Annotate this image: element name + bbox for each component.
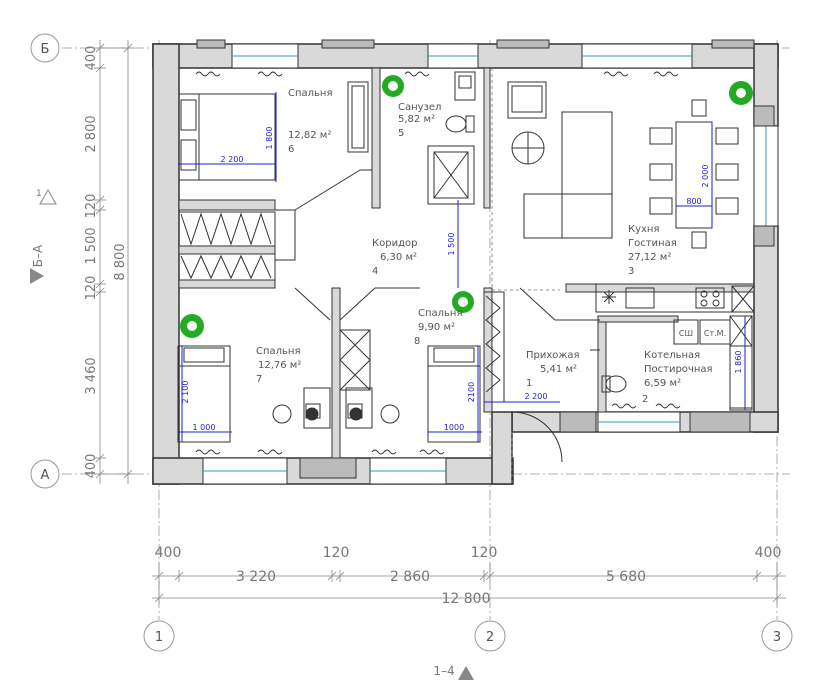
axis-a: А bbox=[41, 468, 50, 483]
dim-boiler: 1 860 bbox=[734, 351, 743, 374]
dim-bed8-height: 2100 bbox=[467, 382, 476, 402]
bottom-dims: 400 120 120 400 3 220 2 860 5 680 12 800 bbox=[155, 545, 782, 607]
room-8-name: Спальня bbox=[418, 308, 463, 319]
furniture-dim-lines bbox=[178, 92, 746, 442]
section-triangle bbox=[39, 188, 57, 205]
dim-bed7-width: 1 000 bbox=[193, 423, 216, 432]
dim-bottom-120-a: 120 bbox=[323, 545, 350, 561]
dim-hall-width: 2 200 bbox=[525, 392, 548, 401]
entrance-door bbox=[511, 411, 563, 463]
room-6-name: Спальня bbox=[288, 88, 333, 99]
section-label-bottom: 1–4 bbox=[433, 664, 454, 678]
room-1-area: 5,41 м² bbox=[540, 364, 577, 375]
room-7-num: 7 bbox=[256, 374, 262, 385]
dim-left-total: 8 800 bbox=[113, 243, 128, 280]
wall-piers bbox=[196, 39, 775, 479]
dim-left-2800: 2 800 bbox=[84, 115, 99, 152]
dim-bottom-120-b: 120 bbox=[471, 545, 498, 561]
dim-bed7-height: 2 100 bbox=[181, 381, 190, 404]
section-arrow-left bbox=[30, 268, 44, 284]
room-5-area: 5,82 м² bbox=[398, 114, 435, 125]
corridor-walls bbox=[275, 169, 600, 351]
room-2-name-2: Постирочная bbox=[644, 364, 713, 375]
axis-1: 1 bbox=[155, 630, 163, 645]
walls bbox=[152, 43, 779, 485]
room-2-num: 2 bbox=[642, 394, 648, 405]
dim-left-400-top: 400 bbox=[84, 46, 99, 71]
curtains bbox=[195, 71, 681, 455]
furniture bbox=[177, 71, 755, 443]
axis-3: 3 bbox=[773, 630, 781, 645]
room-6-area: 12,82 м² bbox=[288, 130, 331, 141]
left-dims: 400 2 800 120 1 500 120 3 460 400 8 800 bbox=[84, 46, 128, 479]
room-labels: Спальня 12,82 м² 6 Санузел 5,82 м² 5 Кор… bbox=[256, 88, 713, 405]
section-index-left: 1 bbox=[36, 189, 42, 199]
axis-b: Б bbox=[41, 42, 50, 57]
room-8-num: 8 bbox=[414, 336, 420, 347]
dim-bottom-5680: 5 680 bbox=[606, 569, 646, 585]
left-dim-lines bbox=[94, 40, 134, 484]
room-3-name-1: Кухня bbox=[628, 224, 660, 235]
bottom-dim-lines bbox=[152, 562, 786, 604]
dim-bottom-total: 12 800 bbox=[442, 591, 491, 607]
office-chairs bbox=[272, 404, 400, 424]
room-4-name: Коридор bbox=[372, 238, 417, 249]
dim-table-height: 2 000 bbox=[701, 165, 710, 188]
dim-left-120-b: 120 bbox=[84, 276, 99, 301]
dim-bed6-height: 1 800 bbox=[265, 127, 274, 150]
room-4-area: 6,30 м² bbox=[380, 252, 417, 263]
axis-2: 2 bbox=[486, 630, 494, 645]
room-3-name-2: Гостиная bbox=[628, 238, 677, 249]
section-arrow-bottom bbox=[458, 666, 474, 680]
section-label-left: Б–А bbox=[31, 244, 45, 267]
room-1-name: Прихожая bbox=[526, 350, 580, 361]
dim-left-3460: 3 460 bbox=[84, 357, 99, 394]
room-2-area: 6,59 м² bbox=[644, 378, 681, 389]
room-3-area: 27,12 м² bbox=[628, 252, 671, 263]
room-8-area: 9,90 м² bbox=[418, 322, 455, 333]
dim-bed8-width: 1000 bbox=[444, 423, 464, 432]
dim-bottom-400-left: 400 bbox=[155, 545, 182, 561]
dim-bottom-2860: 2 860 bbox=[390, 569, 430, 585]
dim-bottom-3220: 3 220 bbox=[236, 569, 276, 585]
dim-left-1500: 1 500 bbox=[84, 227, 99, 264]
room-4-num: 4 bbox=[372, 266, 378, 277]
room-5-num: 5 bbox=[398, 128, 404, 139]
dim-bed6-width: 2 200 bbox=[221, 155, 244, 164]
dim-table-width: 800 bbox=[686, 197, 701, 206]
room-7-area: 12,76 м² bbox=[258, 360, 301, 371]
equipment-stm: Ст.М. bbox=[704, 329, 726, 338]
dashed-boundaries bbox=[491, 68, 560, 484]
room-7-name: Спальня bbox=[256, 346, 301, 357]
room-5-name: Санузел bbox=[398, 102, 441, 113]
dim-corridor: 1 500 bbox=[447, 233, 456, 256]
room-3-num: 3 bbox=[628, 266, 634, 277]
boiler bbox=[729, 345, 753, 409]
dim-bottom-400-right: 400 bbox=[755, 545, 782, 561]
room-6-num: 6 bbox=[288, 144, 294, 155]
equipment-sh: СШ bbox=[679, 329, 693, 338]
fan-icon bbox=[602, 290, 616, 304]
room-2-name-1: Котельная bbox=[644, 350, 700, 361]
dim-left-400-bottom: 400 bbox=[84, 454, 99, 479]
window-glass bbox=[203, 55, 767, 472]
room-1-num: 1 bbox=[526, 378, 532, 389]
plant-icons bbox=[180, 75, 753, 338]
axis-bubbles bbox=[30, 33, 793, 652]
dim-left-120-a: 120 bbox=[84, 194, 99, 219]
